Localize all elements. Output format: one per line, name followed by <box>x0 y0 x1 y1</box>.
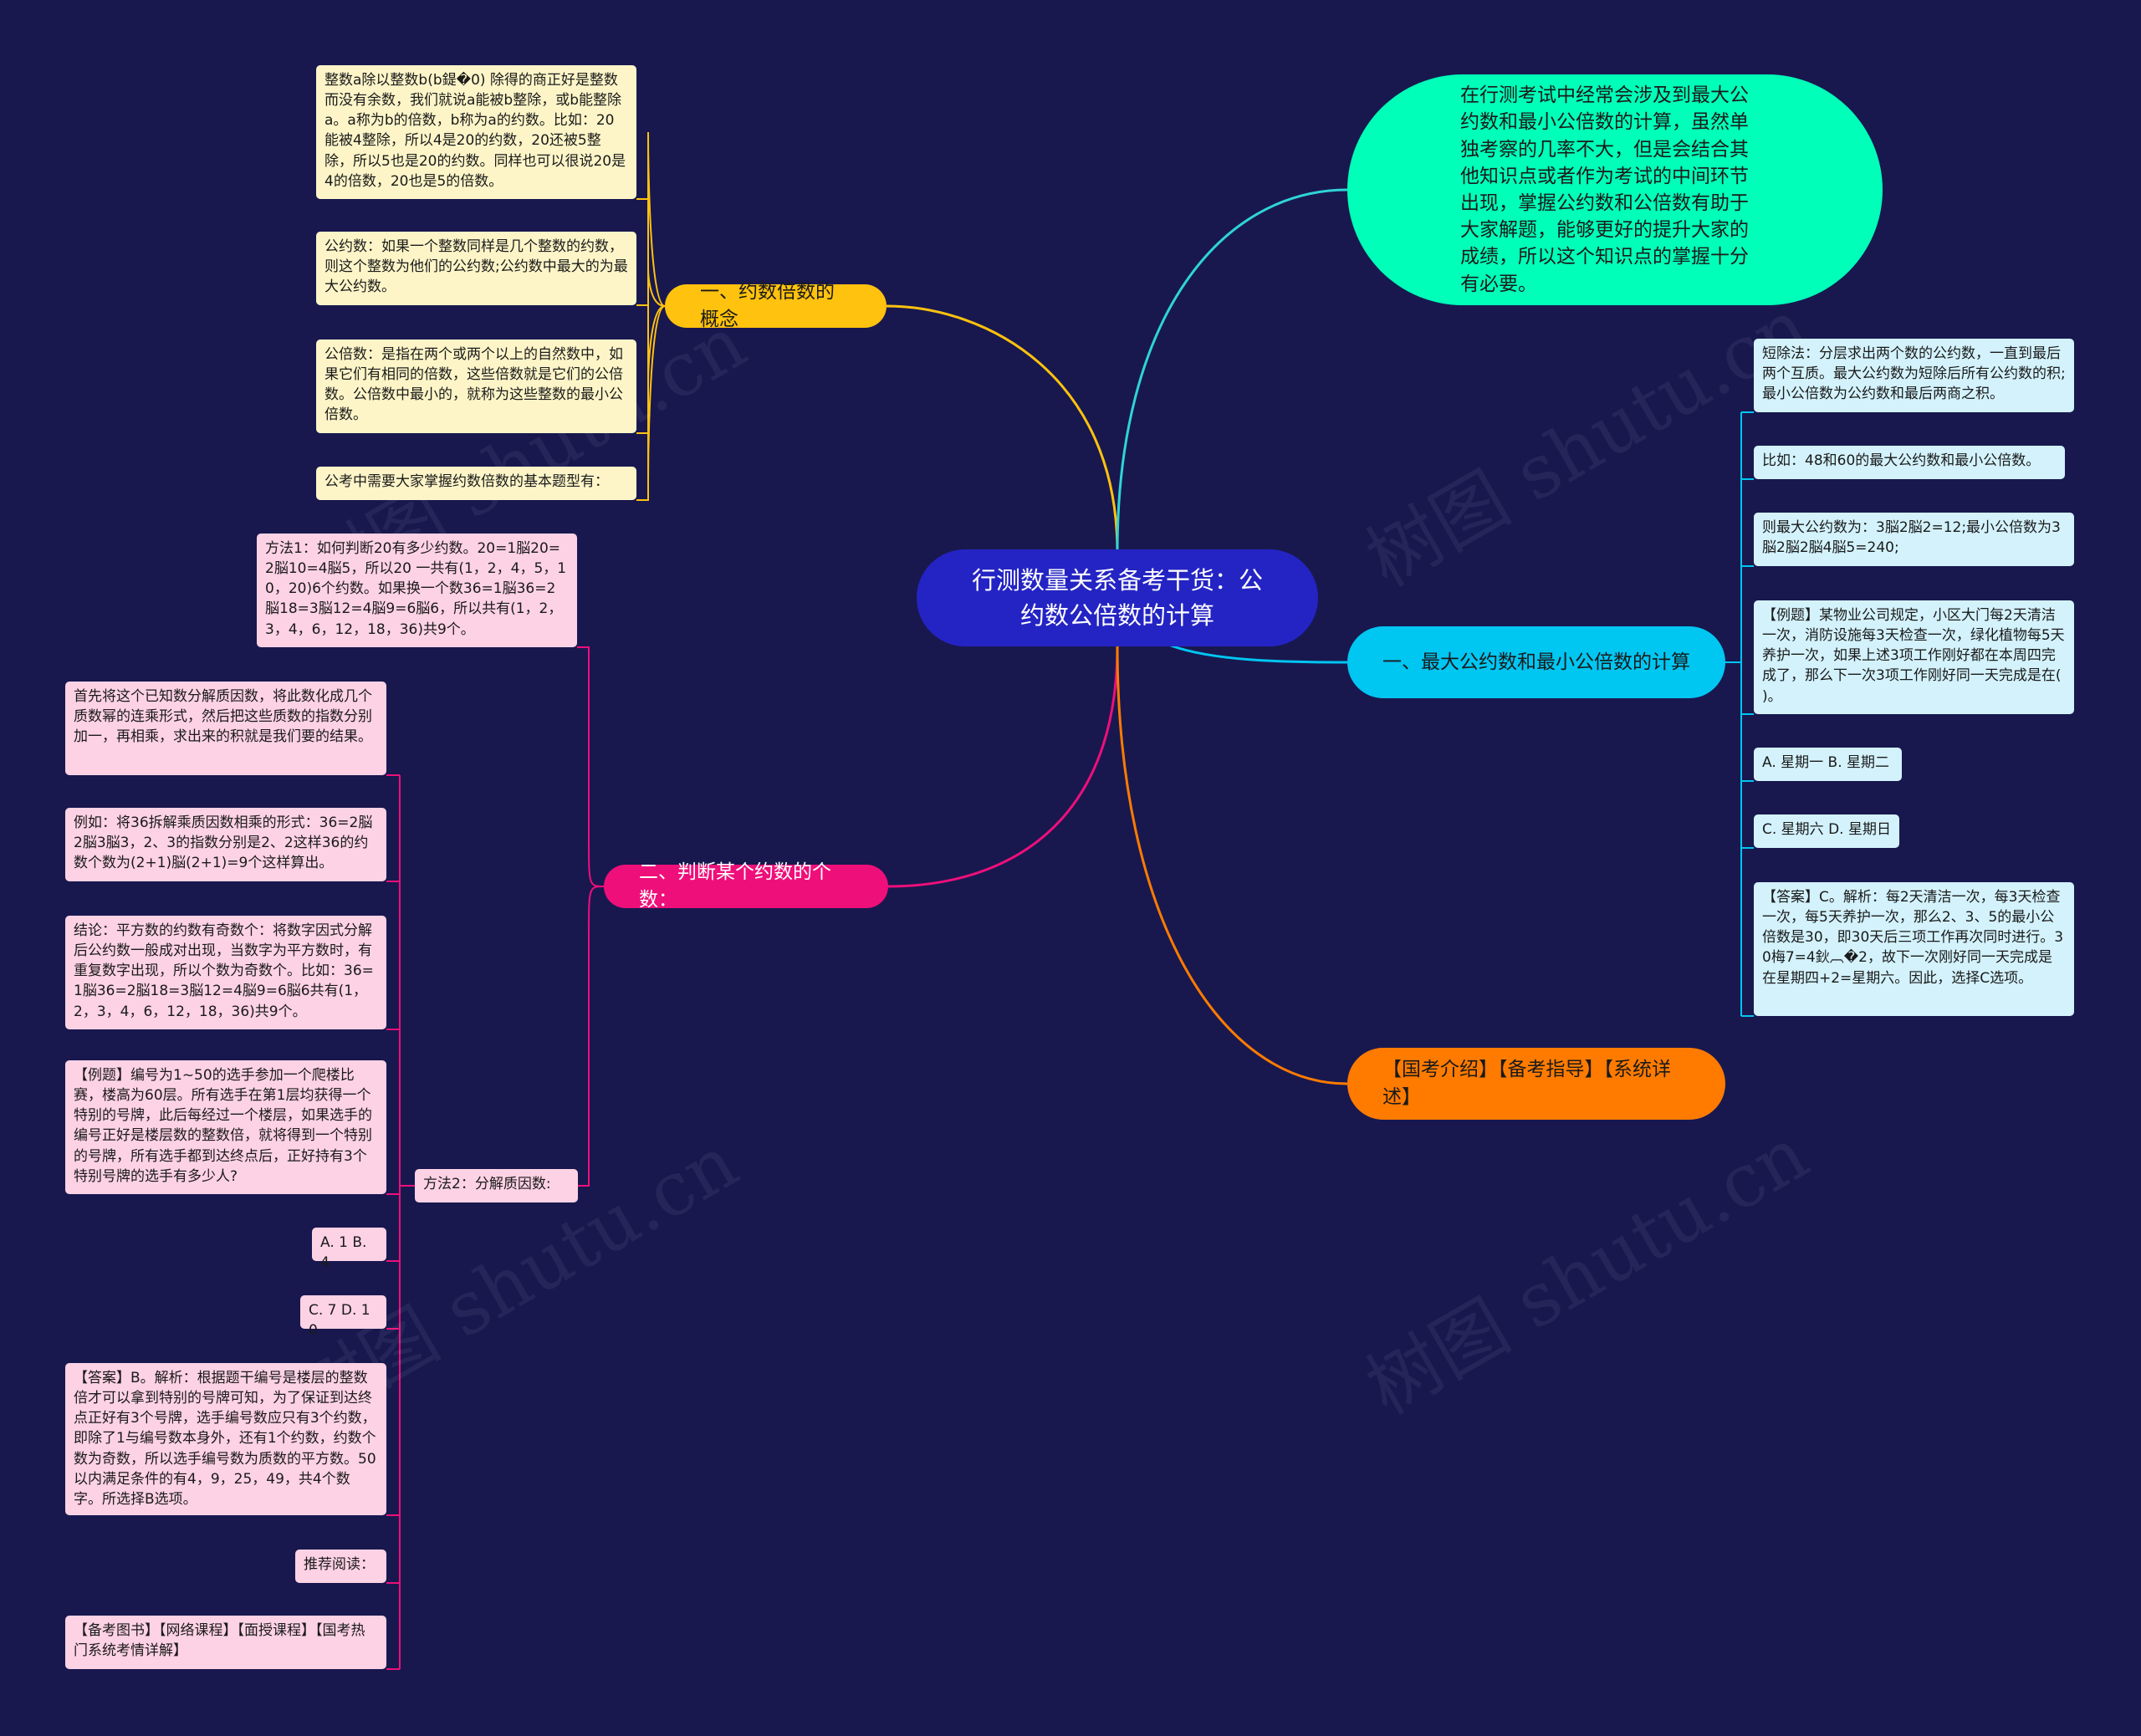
method2-item[interactable]: 【例题】编号为1~50的选手参加一个爬楼比赛，楼高为60层。所有选手在第1层均获… <box>65 1060 386 1194</box>
branch-count[interactable]: 二、判断某个约数的个数： <box>604 861 888 911</box>
concept-item[interactable]: 整数a除以整数b(b鍉�0) 除得的商正好是整数而没有余数，我们就说a能被b整除… <box>316 65 636 199</box>
method2-item[interactable]: 【答案】B。解析：根据题干编号是楼层的整数倍才可以拿到特别的号牌可知，为了保证到… <box>65 1363 386 1515</box>
branch-concept[interactable]: 一、约数倍数的概念 <box>665 281 887 330</box>
intro-text: 在行测考试中经常会涉及到最大公约数和最小公倍数的计算，虽然单独考察的几率不大，但… <box>1460 84 1749 295</box>
count-method1[interactable]: 方法1：如何判断20有多少约数。20=1脳20=2脳10=4脳5，所以20 一共… <box>257 534 577 647</box>
gcd-item[interactable]: C. 星期六 D. 星期日 <box>1754 814 1899 848</box>
method2-item[interactable]: A. 1 B. 4 <box>312 1228 386 1271</box>
branch-gcd[interactable]: 一、最大公约数和最小公倍数的计算 <box>1347 626 1725 698</box>
method2-item[interactable]: 【备考图书】【网络课程】【面授课程】【国考热门系统考情详解】 <box>65 1616 386 1669</box>
gcd-item[interactable]: 【例题】某物业公司规定，小区大门每2天清洁一次，消防设施每3天检查一次，绿化植物… <box>1754 600 2074 714</box>
method2-item[interactable]: C. 7 D. 10 <box>300 1295 386 1339</box>
concept-item[interactable]: 公倍数：是指在两个或两个以上的自然数中，如果它们有相同的倍数，这些倍数就是它们的… <box>316 340 636 433</box>
link-concept <box>886 304 1119 553</box>
concept-item[interactable]: 公考中需要大家掌握约数倍数的基本题型有： <box>316 467 636 500</box>
gcd-item[interactable]: 短除法：分层求出两个数的公约数，一直到最后两个互质。最大公约数为短除后所有公约数… <box>1754 339 2074 412</box>
count-method2[interactable]: 方法2：分解质因数: <box>415 1169 578 1202</box>
link-concept-item <box>636 305 666 501</box>
method2-item[interactable]: 例如：将36拆解乘质因数相乘的形式：36=2脳2脳3脳3，2、3的指数分别是2、… <box>65 808 386 881</box>
gcd-item[interactable]: A. 星期一 B. 星期二 <box>1754 748 1902 781</box>
gcd-item[interactable]: 【答案】C。解析：每2天清洁一次，每3天检查一次，每5天养护一次，那么2、3、5… <box>1754 882 2074 1016</box>
link-method2 <box>578 886 605 1187</box>
branch-links[interactable]: 【国考介绍】【备考指导】【系统详述】 <box>1347 1048 1725 1120</box>
gcd-item[interactable]: 则最大公约数为：3脳2脳2=12;最小公倍数为3脳2脳2脳4脳5=240; <box>1754 513 2074 566</box>
method2-item[interactable]: 首先将这个已知数分解质因数，将此数化成几个质数幂的连乘形式，然后把这些质数的指数… <box>65 682 386 775</box>
method2-item[interactable]: 推荐阅读： <box>295 1550 386 1583</box>
link-method1 <box>577 646 605 887</box>
link-concept-item <box>636 131 666 307</box>
concept-item[interactable]: 公约数：如果一个整数同样是几个整数的约数，则这个整数为他们的公约数;公约数中最大… <box>316 232 636 305</box>
link-links <box>1116 645 1348 1085</box>
link-gcd <box>1170 644 1348 664</box>
link-concept-item <box>636 305 666 434</box>
link-intro <box>1116 188 1348 553</box>
intro-node[interactable]: 在行测考试中经常会涉及到最大公约数和最小公倍数的计算，虽然单独考察的几率不大，但… <box>1347 74 1883 305</box>
link-method2-trunk <box>399 775 415 1669</box>
gcd-item[interactable]: 比如：48和60的最大公约数和最小公倍数。 <box>1754 446 2065 479</box>
method2-item[interactable]: 结论：平方数的约数有奇数个：将数字因式分解后公约数一般成对出现，当数字为平方数时… <box>65 916 386 1029</box>
link-count <box>887 645 1119 888</box>
root-topic[interactable]: 行测数量关系备考干货：公约数公倍数的计算 <box>917 549 1318 646</box>
